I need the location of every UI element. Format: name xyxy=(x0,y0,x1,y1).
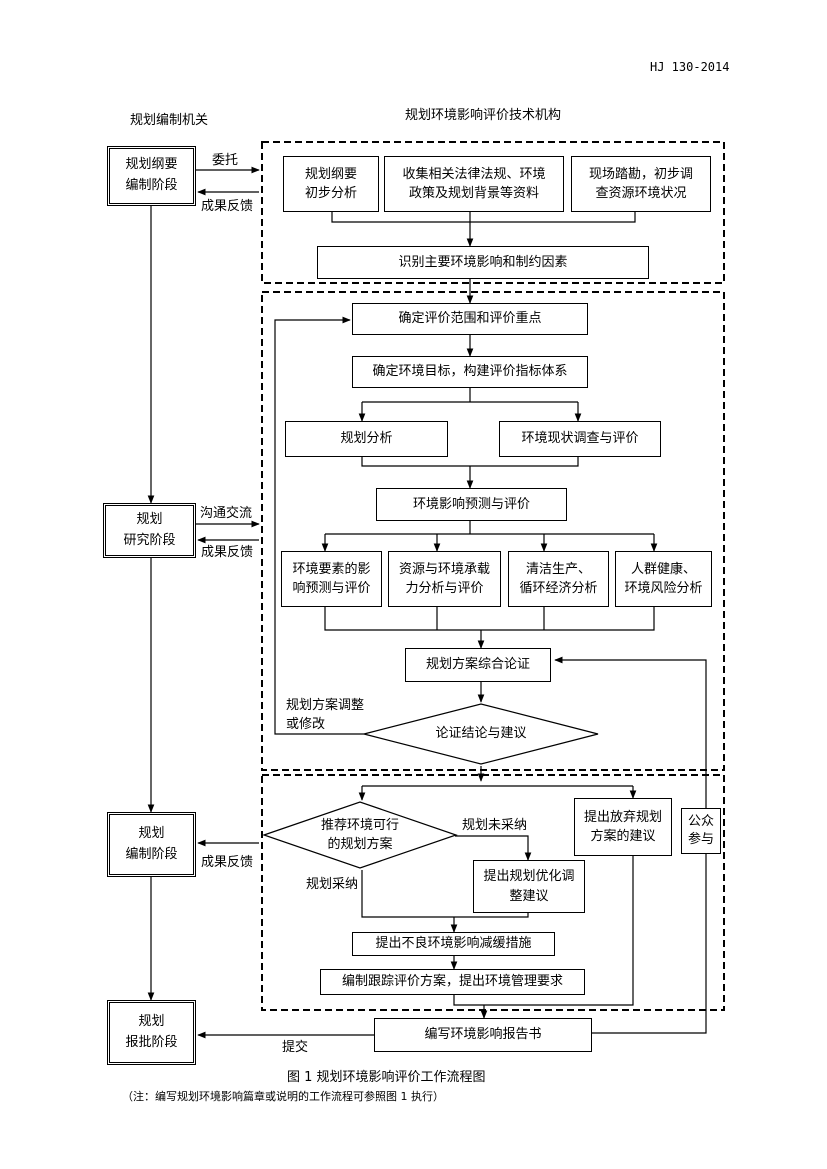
scope-box: 确定评价范围和评价重点 xyxy=(352,303,588,335)
targets-label: 确定环境目标，构建评价指标体系 xyxy=(372,364,568,380)
plan-analysis-label: 规划分析 xyxy=(340,431,393,447)
label-plan-adjust: 规划方案调整 或修改 xyxy=(286,698,365,732)
report-box: 编写环境影响报告书 xyxy=(374,1018,592,1052)
conclusion-diamond-shape xyxy=(363,703,599,765)
synthesis-label: 规划方案综合论证 xyxy=(425,657,530,673)
label-entrust: 委托 xyxy=(212,153,239,168)
stage-outline-box: 规划纲要 编制阶段 xyxy=(107,146,196,206)
status-survey-label: 环境现状调查与评价 xyxy=(521,431,639,447)
optimize-label: 提出规划优化调 整建议 xyxy=(483,869,575,904)
resources-box: 资源与环境承载 力分析与评价 xyxy=(388,551,501,607)
doc-code: HJ 130-2014 xyxy=(650,60,730,74)
stage-research-label: 规划 研究阶段 xyxy=(123,511,176,548)
predict-label: 环境影响预测与评价 xyxy=(412,496,530,512)
stage-compile-box: 规划 编制阶段 xyxy=(107,812,196,877)
tracking-box: 编制跟踪评价方案，提出环境管理要求 xyxy=(320,969,585,995)
synthesis-box: 规划方案综合论证 xyxy=(405,648,551,682)
label-feedback-2: 成果反馈 xyxy=(201,545,254,560)
resources-label: 资源与环境承载 力分析与评价 xyxy=(398,561,490,597)
stage-compile-label: 规划 编制阶段 xyxy=(125,825,178,862)
conclusion-diamond: 论证结论与建议 xyxy=(362,702,600,766)
abandon-label: 提出放弃规划 方案的建议 xyxy=(583,809,662,845)
health-risk-box: 人群健康、 环境风险分析 xyxy=(615,551,712,607)
site-survey-box: 现场踏勘，初步调 查资源环境状况 xyxy=(571,156,711,212)
identify-impacts-label: 识别主要环境影响和制约因素 xyxy=(398,254,568,270)
collect-materials-box: 收集相关法律法规、环境 政策及规划背景等资料 xyxy=(384,156,564,212)
section2-frame xyxy=(261,291,725,771)
section3-frame xyxy=(261,774,725,1011)
label-not-adopted: 规划未采纳 xyxy=(462,818,528,833)
elements-label: 环境要素的影 响预测与评价 xyxy=(292,561,371,597)
mitigation-box: 提出不良环境影响减缓措施 xyxy=(352,932,555,956)
tracking-label: 编制跟踪评价方案，提出环境管理要求 xyxy=(341,974,563,990)
mitigation-label: 提出不良环境影响减缓措施 xyxy=(375,936,532,952)
label-communicate: 沟通交流 xyxy=(200,506,253,521)
outline-analysis-label: 规划纲要 初步分析 xyxy=(304,166,357,202)
conclusion-label: 论证结论与建议 xyxy=(435,726,527,742)
health-risk-label: 人群健康、 环境风险分析 xyxy=(624,561,703,597)
clean-production-label: 清洁生产、 循环经济分析 xyxy=(519,561,598,597)
section1-frame xyxy=(261,141,725,284)
stage-approval-label: 规划 报批阶段 xyxy=(125,1013,178,1050)
stage-approval-box: 规划 报批阶段 xyxy=(107,1000,196,1065)
optimize-box: 提出规划优化调 整建议 xyxy=(473,860,585,913)
label-feedback-1: 成果反馈 xyxy=(201,199,254,214)
figure-note: （注：编写规划环境影响篇章或说明的工作流程可参照图 1 执行） xyxy=(122,1090,444,1103)
targets-box: 确定环境目标，构建评价指标体系 xyxy=(352,356,588,388)
plan-analysis-box: 规划分析 xyxy=(285,421,448,457)
recommend-label: 推荐环境可行 的规划方案 xyxy=(320,817,399,853)
stage-outline-label: 规划纲要 编制阶段 xyxy=(125,157,178,193)
predict-box: 环境影响预测与评价 xyxy=(376,488,567,521)
figure-caption: 图 1 规划环境影响评价工作流程图 xyxy=(287,1070,486,1085)
site-survey-label: 现场踏勘，初步调 查资源环境状况 xyxy=(588,166,693,202)
right-column-title: 规划环境影响评价技术机构 xyxy=(405,108,562,123)
elements-box: 环境要素的影 响预测与评价 xyxy=(281,551,382,607)
label-submit: 提交 xyxy=(282,1040,309,1055)
stage-research-box: 规划 研究阶段 xyxy=(103,503,196,558)
status-survey-box: 环境现状调查与评价 xyxy=(499,421,661,457)
public-participation-label: 公众 参与 xyxy=(687,813,714,847)
recommend-diamond-shape xyxy=(262,801,458,869)
abandon-box: 提出放弃规划 方案的建议 xyxy=(574,798,672,856)
label-adopted: 规划采纳 xyxy=(306,877,359,892)
label-feedback-3: 成果反馈 xyxy=(201,855,254,870)
outline-analysis-box: 规划纲要 初步分析 xyxy=(283,156,379,212)
left-column-title: 规划编制机关 xyxy=(130,113,209,128)
scope-label: 确定评价范围和评价重点 xyxy=(398,311,542,327)
clean-production-box: 清洁生产、 循环经济分析 xyxy=(508,551,609,607)
report-label: 编写环境影响报告书 xyxy=(424,1027,542,1043)
identify-impacts-box: 识别主要环境影响和制约因素 xyxy=(317,246,649,279)
public-participation-box: 公众 参与 xyxy=(681,808,721,854)
recommend-diamond: 推荐环境可行 的规划方案 xyxy=(262,800,458,870)
collect-materials-label: 收集相关法律法规、环境 政策及规划背景等资料 xyxy=(402,166,546,202)
